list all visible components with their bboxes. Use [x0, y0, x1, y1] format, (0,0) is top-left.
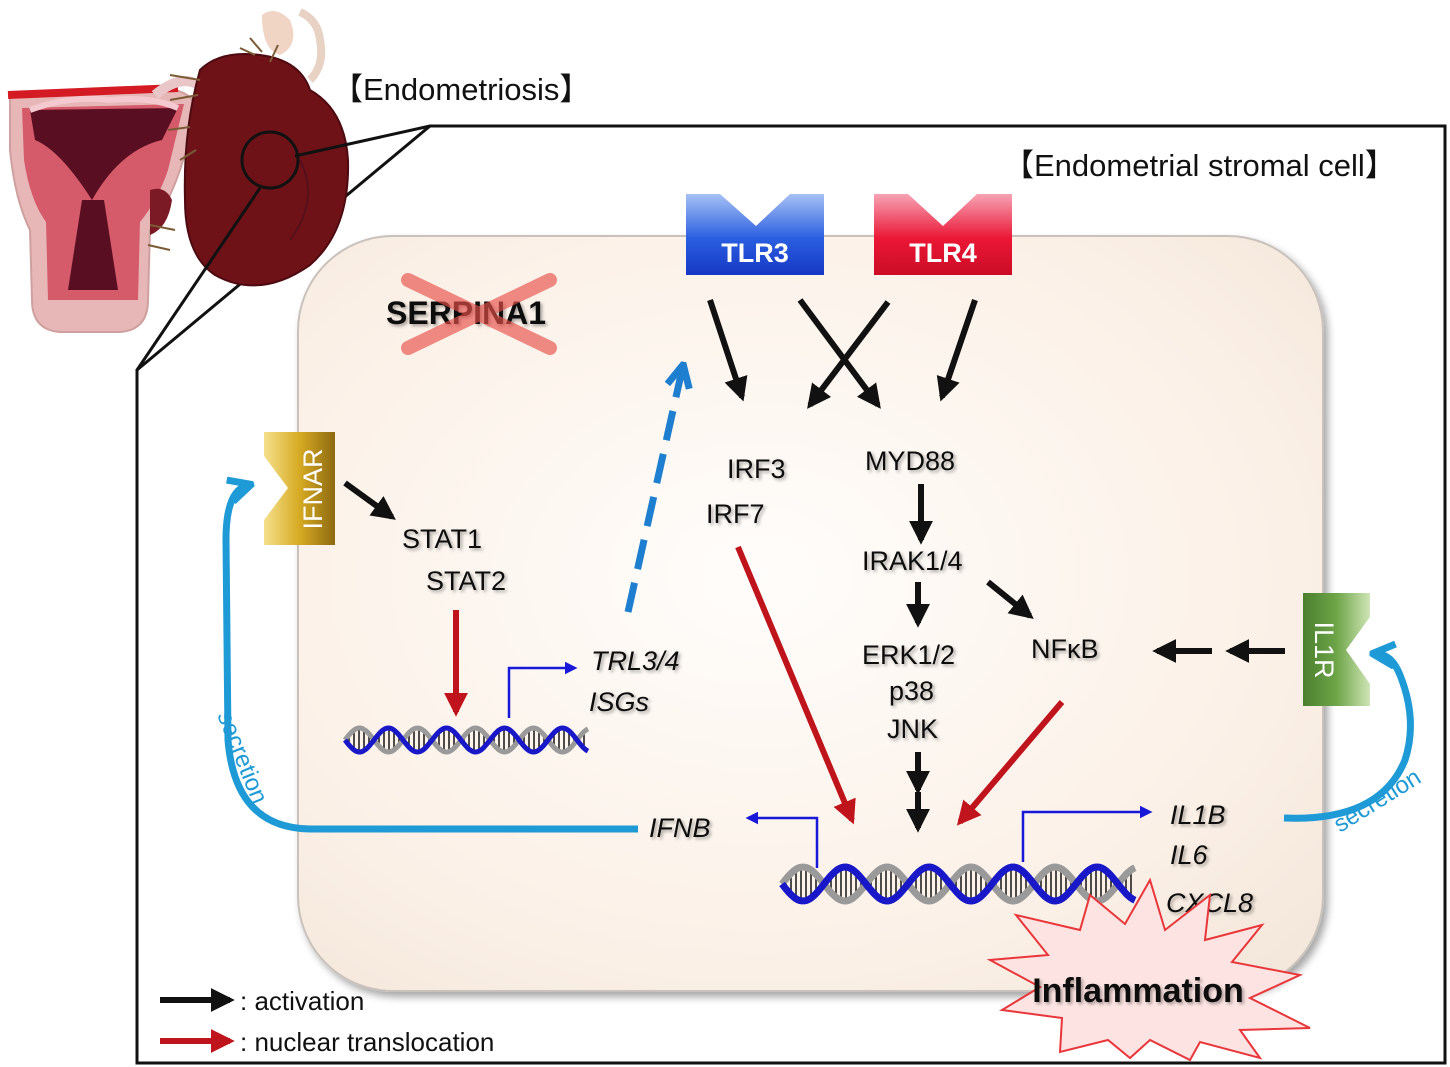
arrow-ifnar-stat [343, 480, 396, 520]
inflammation-label: Inflammation [1032, 972, 1244, 1010]
arrow-irak-nfkb [986, 579, 1034, 620]
jnk-label: JNK [887, 714, 938, 744]
zoom-frame [135, 124, 1447, 1065]
serpina1-knockdown: SERPINA1 [386, 273, 557, 355]
trl-gene-label: TRL3/4 [591, 646, 680, 676]
secretion-label-right: secretion [1329, 764, 1426, 839]
tlr3-label: TLR3 [721, 238, 789, 268]
arrow-transcribe-ifnb [745, 811, 819, 868]
inflammation-burst: Inflammation [986, 877, 1311, 1062]
starburst-icon [986, 877, 1311, 1062]
arrow-tlr4-irf [807, 300, 891, 409]
transcription-arrows [507, 661, 1153, 868]
dna-strand-small [343, 725, 590, 755]
arrow-cytokine-secretion [1283, 654, 1414, 822]
arrow-nfkb-nucleus [956, 700, 1065, 826]
irf3-label: IRF3 [727, 454, 786, 484]
legend-translocation-label: : nuclear translocation [240, 1027, 494, 1057]
dna-backbone-blue [343, 725, 590, 755]
arrow-tlr4-myd88 [936, 299, 978, 402]
il1r-label: IL1R [1309, 621, 1339, 678]
irak-label: IRAK1/4 [862, 546, 963, 576]
legend: : activation : nuclear translocation [160, 986, 494, 1057]
tlr4-label: TLR4 [909, 238, 977, 268]
arrow-transcribe-cytokines [1021, 805, 1153, 862]
arrow-irf-nucleus [735, 545, 856, 825]
il6-gene-label: IL6 [1170, 840, 1209, 870]
lesion-zoom-circle [240, 130, 300, 190]
nfkb-label: NFκB [1031, 634, 1099, 664]
ifnb-gene-label: IFNB [649, 813, 711, 843]
ovary-lesion [147, 8, 350, 287]
uterus-illustration [7, 76, 209, 333]
stat2-label: STAT2 [426, 566, 506, 596]
erk-label: ERK1/2 [862, 640, 955, 670]
secretion-arrows [222, 486, 1414, 833]
dna-strand-large [779, 863, 1137, 905]
cross-mark-icon [401, 273, 557, 355]
secretion-label-left: secretion [211, 707, 273, 807]
stat1-label: STAT1 [402, 524, 482, 554]
tlr3-receptor: TLR3 [686, 194, 824, 275]
ifnar-label: IFNAR [298, 449, 328, 530]
dna-backbone-blue [779, 863, 1137, 905]
legend-activation-label: : activation [240, 986, 364, 1016]
arrow-transcribe-isgs [507, 661, 578, 718]
translocation-arrows [444, 545, 1065, 826]
il1b-gene-label: IL1B [1170, 800, 1226, 830]
myd88-label: MYD88 [865, 446, 955, 476]
p38-label: p38 [889, 676, 934, 706]
arrow-tlr3-myd88 [797, 298, 881, 409]
zoom-line-bottom [135, 187, 262, 371]
zoom-line-top [294, 124, 431, 158]
il1r-receptor: IL1R [1303, 593, 1370, 706]
ifnar-receptor: IFNAR [264, 432, 335, 545]
activation-arrows [343, 298, 1285, 833]
arrow-tlr3-irf [707, 299, 748, 402]
irf7-label: IRF7 [706, 499, 765, 529]
arrow-ifnb-secretion [222, 486, 638, 833]
tlr4-receptor: TLR4 [874, 194, 1012, 275]
panel-title: 【Endometriosis】 [332, 72, 590, 107]
isgs-gene-label: ISGs [589, 687, 649, 717]
cell-title: 【Endometrial stromal cell】 [1003, 148, 1396, 183]
